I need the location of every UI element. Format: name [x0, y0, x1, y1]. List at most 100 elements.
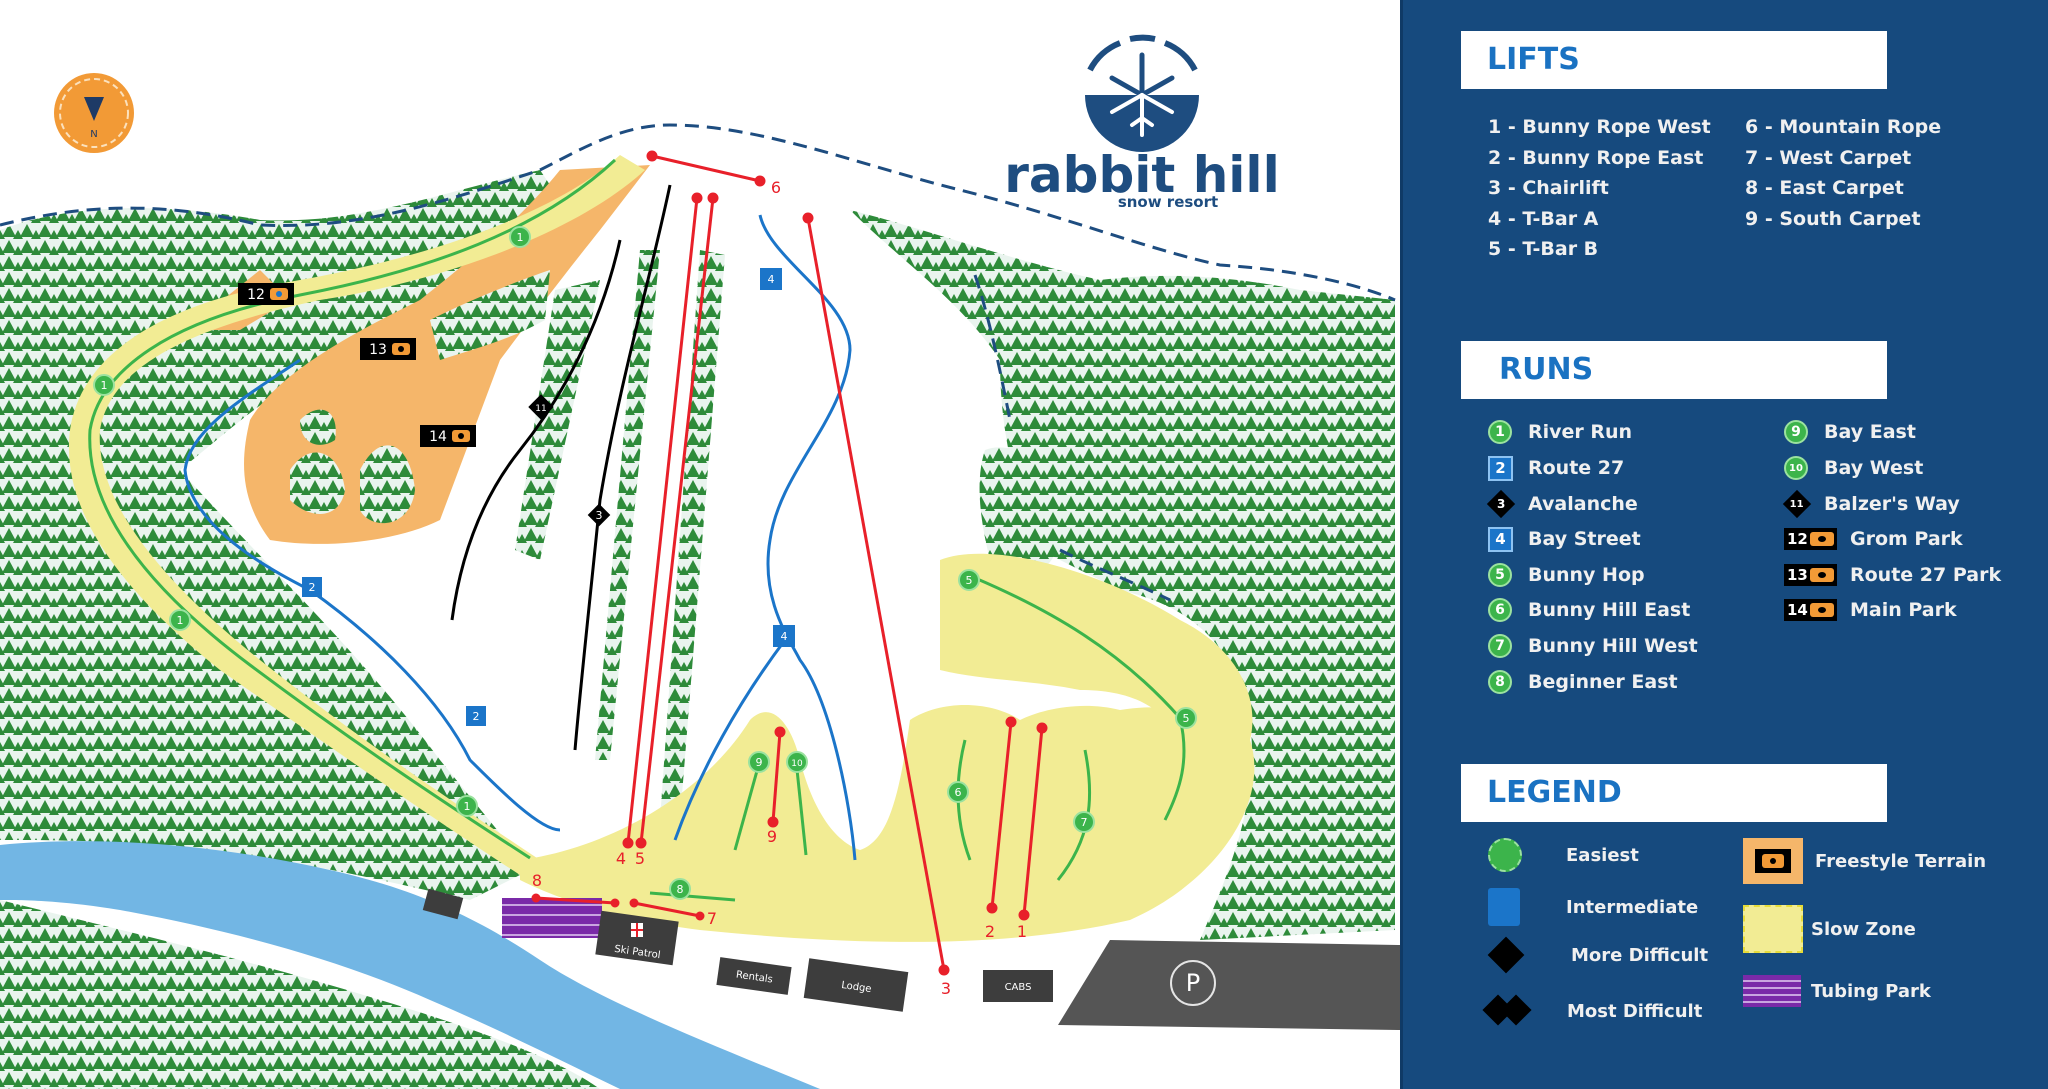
legend-item-easiest: Easiest [1488, 838, 1639, 872]
svg-text:12: 12 [247, 287, 265, 303]
run-marker-9: 9 [748, 751, 770, 773]
legend-item-tubing: Tubing Park [1743, 975, 1931, 1007]
green-circle-icon: 6 [1488, 598, 1512, 622]
boundary-line [0, 123, 1396, 302]
svg-text:1: 1 [1017, 922, 1027, 941]
forest-east [850, 210, 1395, 940]
run-marker-12: 12 [238, 283, 294, 305]
freestyle-park-icon: 13 [1784, 564, 1837, 586]
svg-text:9: 9 [767, 827, 777, 846]
black-diamond-icon [1487, 936, 1525, 974]
green-circle-icon: 5 [1488, 563, 1512, 587]
blue-square-icon [1488, 888, 1520, 926]
green-circle-icon: 8 [1488, 670, 1512, 694]
lifts-list-right: 6 - Mountain Rope 7 - West Carpet 8 - Ea… [1745, 112, 1941, 234]
blue-square-icon: 4 [1488, 526, 1513, 552]
svg-text:4: 4 [616, 849, 626, 868]
blue-square-icon: 2 [1488, 455, 1513, 481]
lift-item: 1 - Bunny Rope West [1488, 116, 1711, 138]
slow-zone-bunny [940, 553, 1253, 740]
svg-text:7: 7 [1081, 816, 1088, 829]
svg-text:rabbit hill: rabbit hill [1004, 146, 1279, 204]
lifts-heading: LIFTS [1461, 31, 1887, 89]
svg-text:5: 5 [635, 849, 645, 868]
lift-item: 2 - Bunny Rope East [1488, 146, 1704, 169]
svg-text:3: 3 [941, 979, 951, 998]
svg-text:8: 8 [677, 883, 684, 896]
svg-text:5: 5 [1183, 712, 1190, 725]
green-circle-icon [1488, 838, 1522, 872]
trail-map: P 1 2 3 [0, 34, 1400, 1089]
green-circle-icon: 7 [1488, 634, 1512, 658]
svg-text:4: 4 [768, 273, 775, 286]
black-diamond-icon: 3 [1486, 489, 1516, 519]
forest-island [979, 447, 1062, 570]
svg-text:2: 2 [473, 710, 480, 723]
lift-item: 4 - T-Bar A [1488, 207, 1599, 230]
svg-text:1: 1 [101, 379, 108, 392]
svg-text:2: 2 [309, 581, 316, 594]
legend-item-most-difficult: Most Difficult [1482, 994, 1702, 1028]
svg-text:5: 5 [966, 574, 973, 587]
svg-text:3: 3 [596, 509, 603, 522]
svg-text:6: 6 [771, 178, 781, 197]
lift-item: 3 - Chairlift [1488, 177, 1609, 199]
tubing-park-icon [1743, 975, 1801, 1007]
double-black-diamond-icon [1482, 994, 1532, 1028]
black-diamond-icon: 11 [1782, 489, 1812, 519]
svg-text:14: 14 [429, 429, 447, 445]
parking-lot [1058, 940, 1400, 1030]
lift-item: 6 - Mountain Rope [1745, 116, 1942, 138]
info-panel: LIFTS 1 - Bunny Rope West 2 - Bunny Rope… [1400, 0, 2048, 1089]
svg-text:P: P [1186, 969, 1200, 997]
legend-heading: LEGEND [1461, 764, 1887, 822]
legend-item-freestyle: Freestyle Terrain [1743, 838, 1986, 884]
run-marker-14: 14 [420, 425, 476, 447]
svg-text:10: 10 [791, 759, 803, 769]
compass-icon: N [54, 73, 134, 153]
run-marker-2: 2 [302, 577, 322, 597]
lift-item: 8 - East Carpet [1745, 177, 1904, 199]
slow-zone-icon [1743, 905, 1803, 953]
run-marker-5: 5 [958, 569, 980, 591]
tubing-park [502, 898, 602, 938]
buildings [422, 888, 1053, 1012]
lift-item: 5 - T-Bar B [1488, 238, 1599, 260]
lifts [531, 150, 1048, 976]
green-circle-icon: 10 [1784, 456, 1808, 480]
freestyle-terrain-icon [1743, 838, 1803, 884]
lifts-list-left: 1 - Bunny Rope West 2 - Bunny Rope East … [1488, 112, 1711, 265]
svg-text:9: 9 [756, 756, 763, 769]
svg-text:CABS: CABS [1005, 982, 1032, 993]
legend-item-more-difficult: More Difficult [1487, 936, 1708, 974]
svg-text:2: 2 [985, 922, 995, 941]
svg-text:7: 7 [707, 909, 717, 928]
run-marker-8: 8 [669, 878, 691, 900]
svg-text:1: 1 [517, 231, 524, 244]
svg-text:1: 1 [464, 800, 471, 813]
legend-item-slow-zone: Slow Zone [1743, 905, 1916, 953]
run-marker-1: 1 [509, 226, 531, 248]
resort-logo: rabbit hill snow resort [1004, 34, 1280, 211]
slow-zone-base [520, 705, 1255, 942]
svg-text:8: 8 [532, 871, 542, 890]
run-marker-7: 7 [1073, 811, 1095, 833]
svg-text:snow resort: snow resort [1118, 193, 1218, 211]
run-marker-11: 11 [528, 394, 554, 420]
forest-south [0, 900, 600, 1089]
svg-text:1: 1 [177, 614, 184, 627]
freestyle-park-icon: 14 [1784, 599, 1837, 621]
svg-text:13: 13 [369, 342, 387, 358]
runs-heading: RUNS [1461, 341, 1887, 399]
